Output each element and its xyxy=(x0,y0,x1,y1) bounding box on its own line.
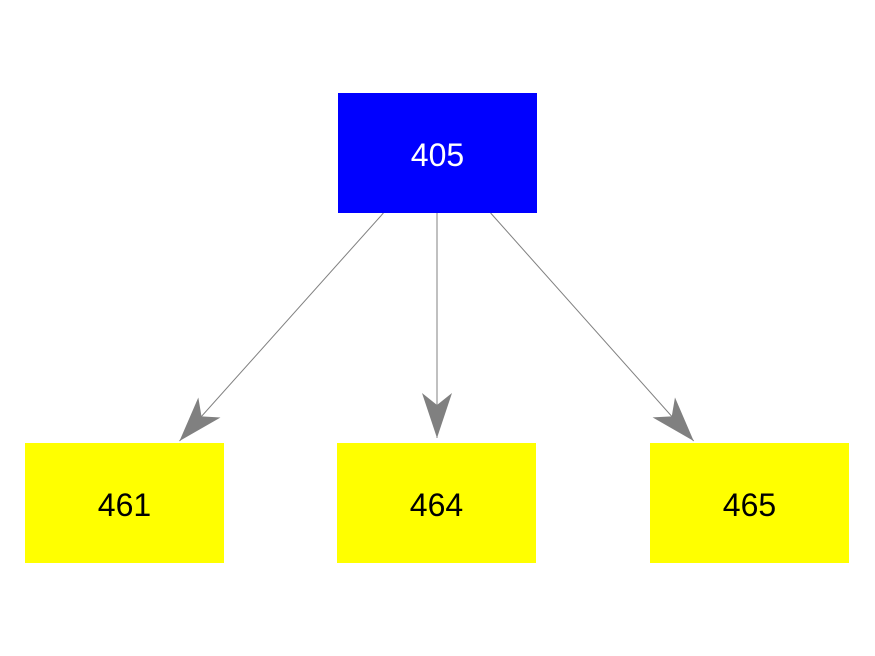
node-405[interactable]: 405 xyxy=(338,93,537,213)
node-label: 464 xyxy=(409,487,464,523)
node-464[interactable]: 464 xyxy=(337,443,536,563)
node-label: 461 xyxy=(97,487,152,523)
node-label: 465 xyxy=(722,487,777,523)
node-label: 405 xyxy=(410,137,465,173)
node-461[interactable]: 461 xyxy=(25,443,224,563)
edge-405-465 xyxy=(490,212,695,442)
edge-405-461 xyxy=(179,212,384,442)
node-465[interactable]: 465 xyxy=(650,443,849,563)
